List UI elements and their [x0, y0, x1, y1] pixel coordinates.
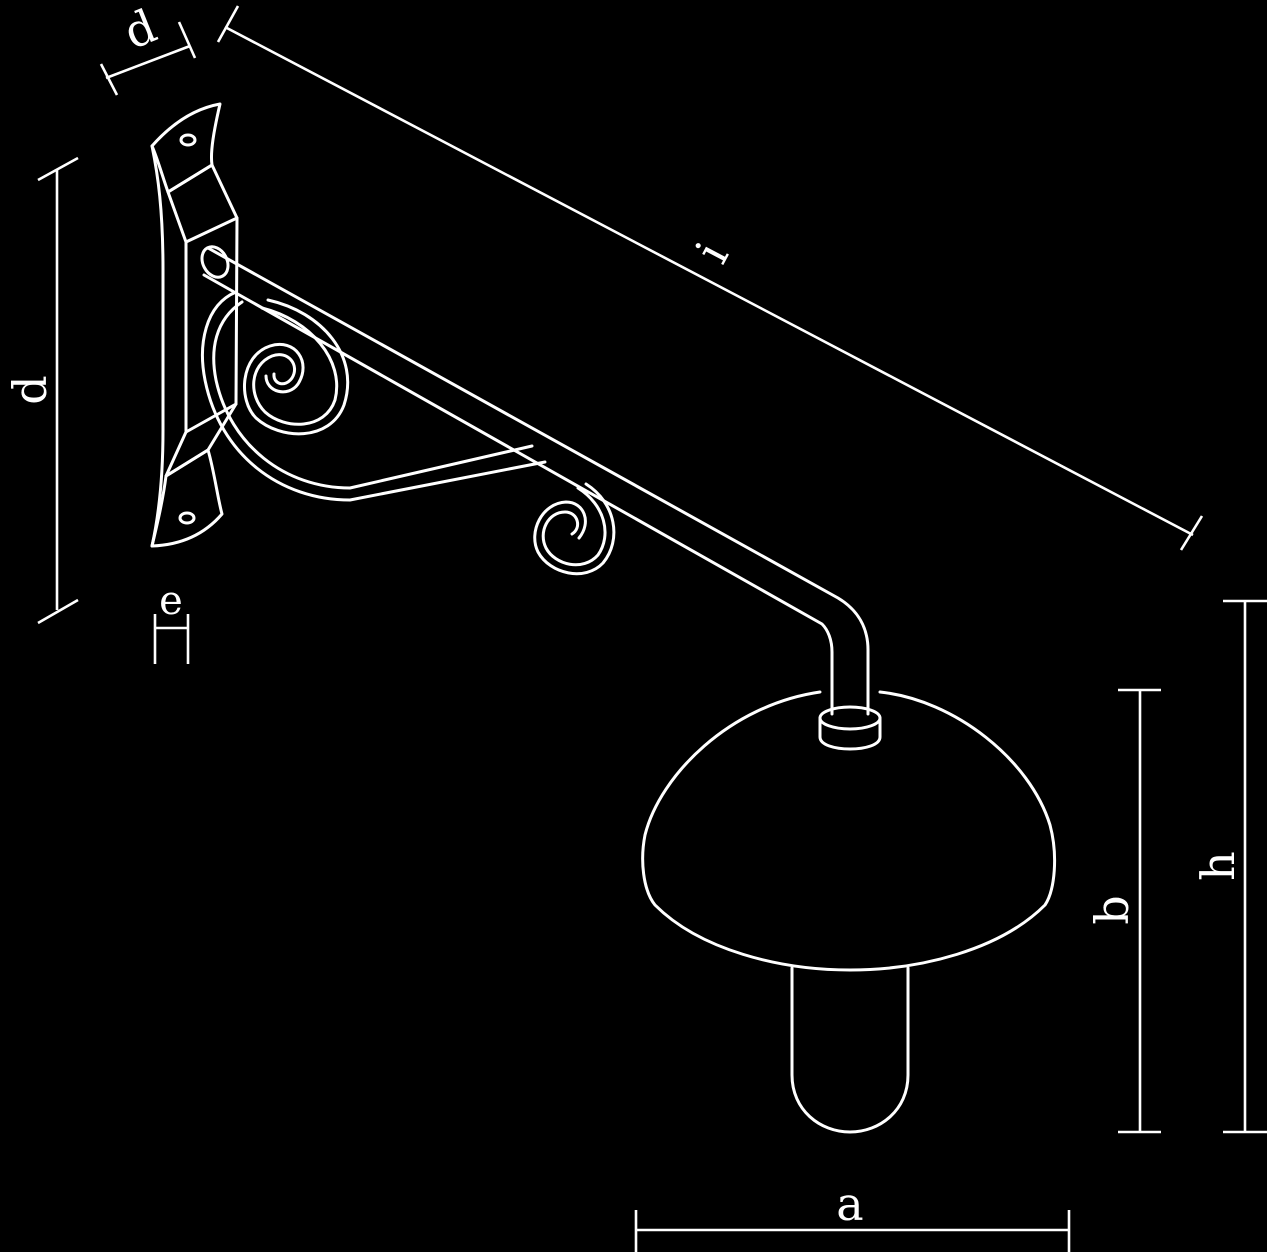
dim-thickness: e: [153, 578, 190, 664]
dim-label-length: i: [685, 233, 740, 271]
dim-label-thickness: e: [159, 578, 183, 624]
dim-label-total-height: h: [1191, 851, 1245, 881]
dim-label-shade-width: a: [836, 1177, 863, 1231]
arm-tube-end: [200, 245, 230, 279]
screw-hole-top: [179, 133, 197, 147]
collar-top: [818, 705, 882, 731]
dim-shade-width: a: [634, 1177, 1071, 1252]
wall-plate: [150, 102, 239, 548]
dim-bulb-height: b: [1085, 688, 1161, 1134]
arm-tube: [200, 245, 870, 716]
dimension-lines: d i d e b: [3, 0, 1267, 1252]
glass-bulb: [790, 966, 910, 1134]
dim-depth-side: d: [3, 156, 79, 625]
dim-label-depth-top: d: [116, 0, 164, 60]
scroll-brace: [201, 290, 616, 576]
dim-label-depth-side: d: [3, 375, 57, 404]
dim-total-height: h: [1191, 599, 1267, 1134]
dim-label-bulb-height: b: [1085, 895, 1139, 924]
dim-length: i: [216, 5, 1204, 551]
dim-depth-top: d: [99, 0, 197, 96]
lamp-drawing: [150, 102, 1057, 1134]
screw-hole-bottom: [178, 511, 196, 525]
dome-shade: [641, 690, 1057, 972]
shade-collar: [818, 705, 882, 751]
